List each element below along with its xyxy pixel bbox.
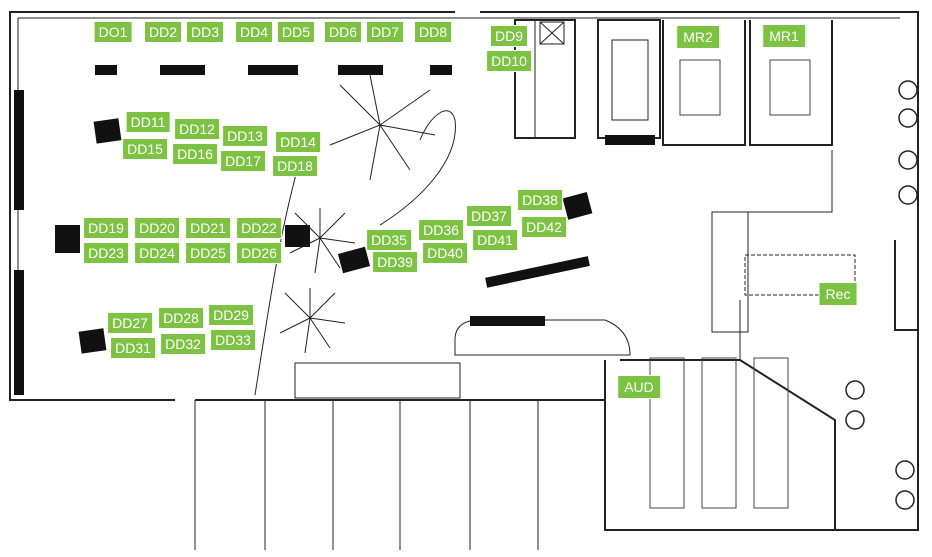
desk-label-dd22[interactable]: DD22 — [236, 217, 282, 239]
desk-label-dd24[interactable]: DD24 — [134, 242, 180, 264]
desk-label-dd11[interactable]: DD11 — [125, 111, 171, 133]
desk-label-dd19[interactable]: DD19 — [83, 217, 129, 239]
desk-label-dd5[interactable]: DD5 — [276, 21, 316, 43]
room-label-mr1[interactable]: MR1 — [762, 24, 806, 48]
desk-label-dd23[interactable]: DD23 — [83, 242, 129, 264]
desk-label-dd31[interactable]: DD31 — [110, 337, 156, 359]
desk-label-dd35[interactable]: DD35 — [366, 229, 412, 251]
desk-label-dd10[interactable]: DD10 — [486, 50, 532, 72]
desk-label-dd25[interactable]: DD25 — [185, 242, 231, 264]
desk-label-dd14[interactable]: DD14 — [275, 131, 321, 153]
desk-label-dd42[interactable]: DD42 — [521, 216, 567, 238]
desk-label-dd4[interactable]: DD4 — [234, 21, 274, 43]
desk-label-dd29[interactable]: DD29 — [208, 304, 254, 326]
desk-label-dd12[interactable]: DD12 — [174, 118, 220, 140]
desk-label-dd8[interactable]: DD8 — [413, 21, 453, 43]
desk-label-dd13[interactable]: DD13 — [222, 125, 268, 147]
desk-label-dd17[interactable]: DD17 — [220, 150, 266, 172]
desk-label-dd21[interactable]: DD21 — [185, 217, 231, 239]
desk-label-dd7[interactable]: DD7 — [365, 21, 405, 43]
desk-label-dd6[interactable]: DD6 — [323, 21, 363, 43]
desk-label-dd15[interactable]: DD15 — [122, 138, 168, 160]
desk-label-dd16[interactable]: DD16 — [172, 143, 218, 165]
desk-label-dd28[interactable]: DD28 — [158, 307, 204, 329]
room-label-mr2[interactable]: MR2 — [676, 25, 720, 49]
desk-label-dd41[interactable]: DD41 — [472, 229, 518, 251]
desk-label-dd9[interactable]: DD9 — [489, 25, 529, 47]
desk-label-dd27[interactable]: DD27 — [107, 312, 153, 334]
desk-label-dd37[interactable]: DD37 — [466, 205, 512, 227]
desk-label-dd32[interactable]: DD32 — [160, 333, 206, 355]
desk-label-dd3[interactable]: DD3 — [185, 21, 225, 43]
desk-label-dd40[interactable]: DD40 — [422, 242, 468, 264]
desk-label-dd39[interactable]: DD39 — [372, 251, 418, 273]
reception-label[interactable]: Rec — [818, 282, 858, 306]
desk-label-dd26[interactable]: DD26 — [236, 242, 282, 264]
desk-label-do1[interactable]: DO1 — [93, 21, 133, 43]
desk-label-dd18[interactable]: DD18 — [272, 155, 318, 177]
desk-label-dd36[interactable]: DD36 — [418, 219, 464, 241]
auditorium-label[interactable]: AUD — [617, 375, 661, 399]
desk-label-dd38[interactable]: DD38 — [517, 189, 563, 211]
desk-label-dd33[interactable]: DD33 — [210, 329, 256, 351]
desk-label-dd2[interactable]: DD2 — [143, 21, 183, 43]
desk-label-dd20[interactable]: DD20 — [134, 217, 180, 239]
